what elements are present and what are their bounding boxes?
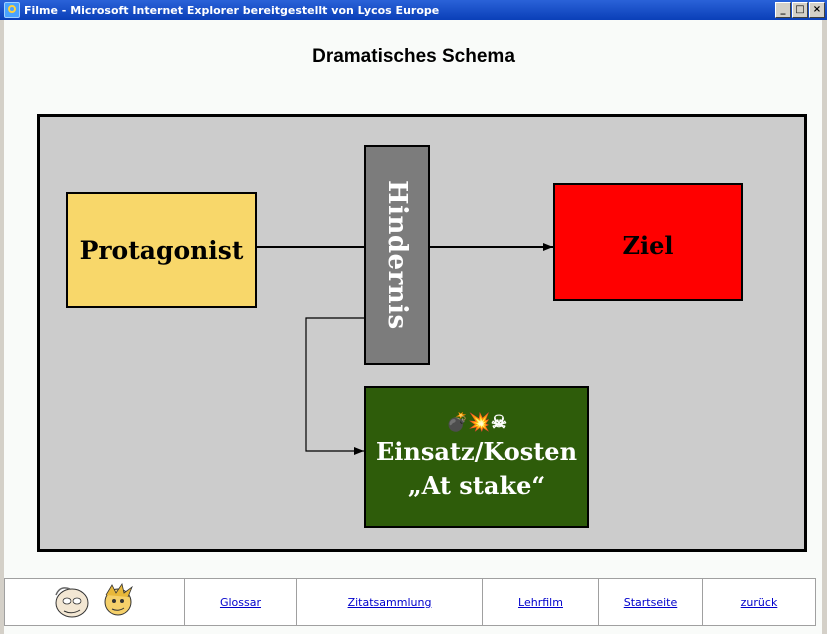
maximize-icon[interactable]: □: [792, 2, 808, 18]
link-startseite[interactable]: Startseite: [623, 595, 678, 609]
ie-icon: [4, 2, 20, 18]
footer-nav: Glossar Zitatsammlung Lehrfilm Startseit…: [4, 578, 816, 626]
link-zitatsammlung[interactable]: Zitatsammlung: [347, 595, 432, 609]
footer-cell-zitatsammlung: Zitatsammlung: [297, 579, 483, 625]
footer-cell-lehrfilm: Lehrfilm: [483, 579, 599, 625]
node-ziel: Ziel: [553, 183, 743, 301]
cartoon-characters: [5, 579, 185, 625]
footer-cell-zurueck: zurück: [703, 579, 815, 625]
link-lehrfilm[interactable]: Lehrfilm: [518, 595, 563, 609]
cartoon-characters-icon: [54, 582, 133, 618]
close-icon[interactable]: ×: [809, 2, 825, 18]
footer-cell-glossar: Glossar: [185, 579, 297, 625]
node-protagonist-label: Protagonist: [79, 235, 244, 265]
window-title: Filme - Microsoft Internet Explorer bere…: [24, 3, 440, 17]
window-title-bar: Filme - Microsoft Internet Explorer bere…: [0, 0, 827, 20]
node-ziel-label: Ziel: [622, 231, 674, 260]
node-einsatz: 💣💥☠ Einsatz/Kosten „At stake“: [364, 386, 589, 528]
node-einsatz-label-2: „At stake“: [407, 471, 546, 500]
bomb-skull-icon: 💣💥☠: [446, 412, 507, 434]
link-glossar[interactable]: Glossar: [219, 595, 262, 609]
edge-hindernis-to-einsatz: [305, 317, 364, 455]
node-hindernis-label: Hindernis: [382, 180, 412, 330]
node-einsatz-label-1: Einsatz/Kosten: [375, 437, 578, 467]
minimize-icon[interactable]: _: [775, 2, 791, 18]
node-protagonist: Protagonist: [66, 192, 257, 308]
node-hindernis: Hindernis: [364, 145, 430, 365]
footer-cell-startseite: Startseite: [599, 579, 703, 625]
window-right-edge: [822, 20, 827, 634]
page-title: Dramatisches Schema: [312, 46, 515, 67]
link-zurueck[interactable]: zurück: [740, 595, 778, 609]
